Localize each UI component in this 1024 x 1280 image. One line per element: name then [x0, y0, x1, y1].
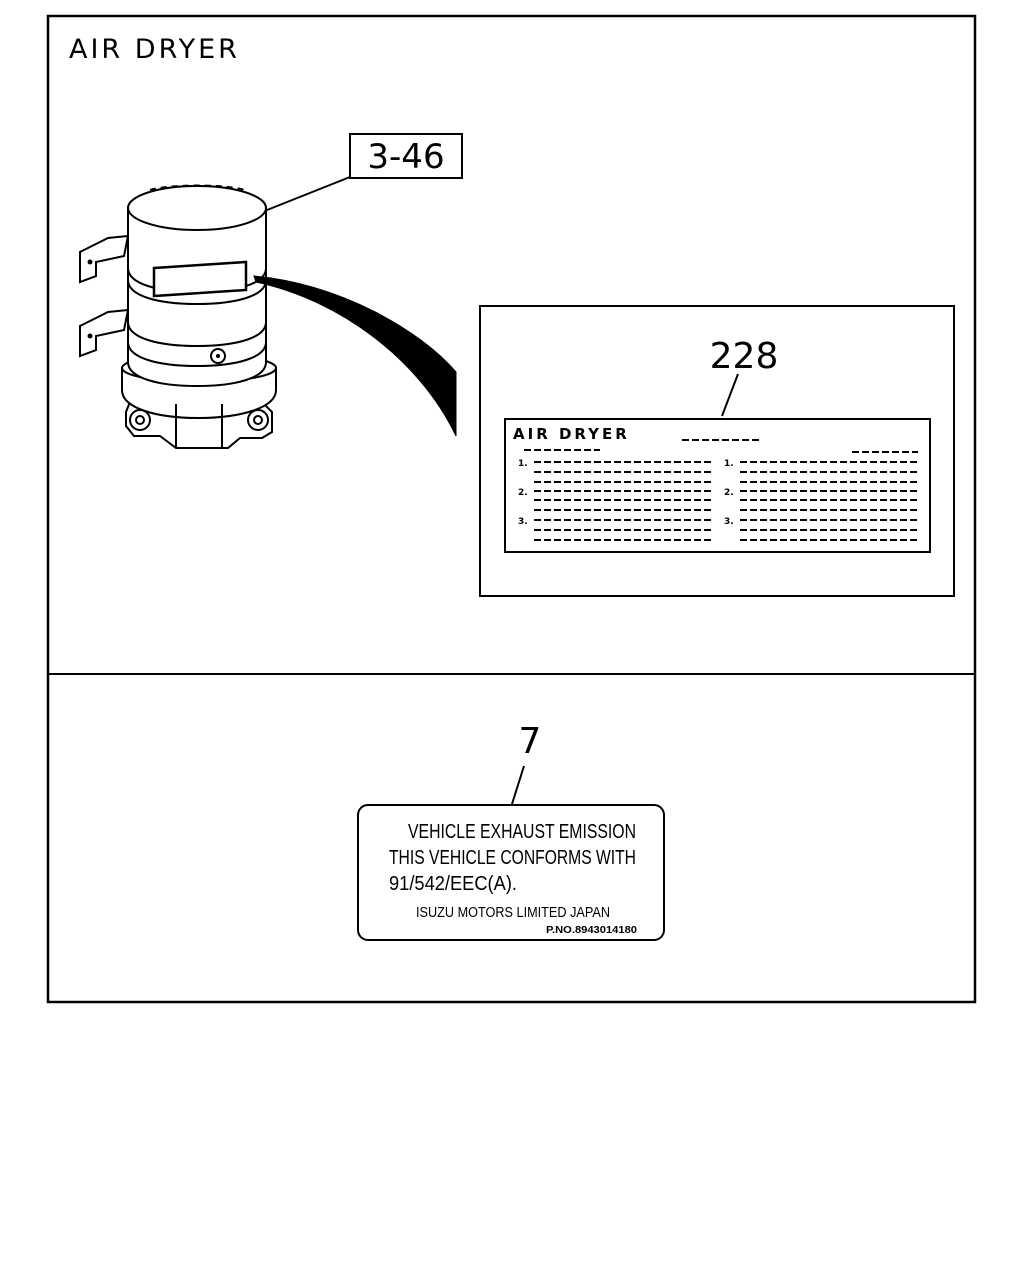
- callout-label-number: 228: [710, 336, 779, 377]
- row-right-2: 2.: [724, 488, 734, 498]
- callout-box: [349, 133, 463, 179]
- row-right-3: 3.: [724, 517, 734, 527]
- emission-line-2: THIS VEHICLE CONFORMS WITH: [389, 847, 636, 869]
- callout-dryer: 3-46: [261, 133, 463, 213]
- emission-line-4: ISUZU MOTORS LIMITED JAPAN: [416, 904, 610, 921]
- row-left-1: 1.: [518, 459, 528, 469]
- upper-bracket: [79, 234, 130, 284]
- diagram-title: AIR DRYER: [69, 34, 240, 65]
- emission-part-number: P.NO.8943014180: [546, 925, 637, 936]
- row-left-3: 3.: [518, 517, 528, 527]
- leader-line-228: [721, 373, 739, 417]
- outer-frame: [46, 14, 977, 1004]
- lower-bracket: [79, 308, 130, 358]
- callout-emission-number: 7: [519, 721, 542, 762]
- emission-line-1: VEHICLE EXHAUST EMISSION: [408, 821, 636, 843]
- leader-line-7: [511, 765, 525, 805]
- leader-line: [261, 176, 351, 213]
- label-pointer-swoosh: [253, 275, 457, 437]
- callout-dryer-label: 3-46: [367, 137, 444, 177]
- air-dryer-illustration: [79, 184, 277, 449]
- emission-label: VEHICLE EXHAUST EMISSION THIS VEHICLE CO…: [357, 804, 665, 941]
- dryer-label-card: AIR DRYER 1. 2. 3. 1. 2: [504, 418, 931, 553]
- dryer-label-title: AIR DRYER: [513, 425, 630, 443]
- row-right-1: 1.: [724, 459, 734, 469]
- emission-line-3: 91/542/EEC(A).: [389, 873, 517, 895]
- label-window: [152, 260, 248, 298]
- row-left-2: 2.: [518, 488, 528, 498]
